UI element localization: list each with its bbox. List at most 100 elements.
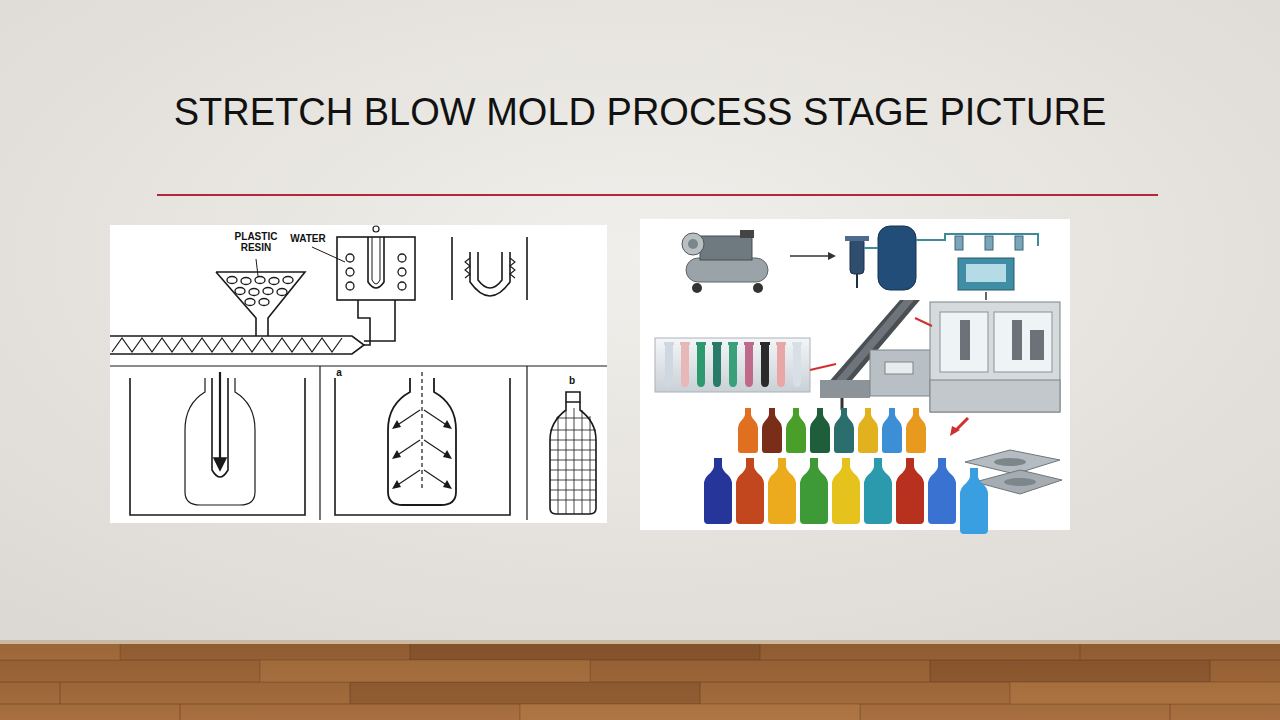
bottle-samples: [704, 408, 988, 534]
air-tank: [878, 226, 916, 290]
finished-bottle: [556, 418, 590, 419]
blow-molding-machine: [930, 302, 1060, 412]
air-dryer: [966, 264, 1006, 282]
finished-bottle: [550, 392, 596, 514]
wood-floor: [350, 682, 700, 704]
blow-arrowheads: [392, 480, 401, 489]
water-channels: [398, 254, 406, 262]
preform-thread: [465, 258, 515, 278]
resin-pellets: [277, 289, 287, 296]
air-filter: [856, 274, 858, 288]
bottle-samples: [834, 408, 854, 453]
bottle-samples: [786, 408, 806, 453]
blow-arrowheads: [392, 450, 401, 459]
bottle-samples: [810, 408, 830, 453]
blow-arrowheads: [443, 420, 452, 429]
feed-line: [358, 300, 370, 345]
blow-arrows: [396, 470, 420, 486]
finished-bottle: [550, 430, 596, 431]
resin-pellets: [269, 278, 279, 285]
leader-line: [256, 259, 258, 276]
blow-molding-machine: [1030, 330, 1044, 360]
air-filter: [845, 236, 869, 288]
finished-bottle: [550, 408, 596, 514]
stage-letter: b: [566, 376, 578, 387]
part-label: WATER: [290, 234, 326, 245]
preform-samples: [728, 342, 738, 387]
pointer-arrow: [810, 364, 836, 370]
resin-pellets: [227, 277, 293, 306]
blow-mold-halves: [965, 450, 1060, 474]
stage-letter: a: [333, 368, 345, 379]
resin-pellets: [227, 277, 237, 284]
wood-floor: [0, 640, 1280, 720]
blow-molding-machine: [940, 312, 988, 372]
wood-floor: [410, 644, 760, 660]
process-schematic: [110, 226, 607, 520]
resin-pellets: [245, 299, 255, 306]
preform-conveyor: [820, 380, 870, 398]
blow-air: [421, 372, 422, 490]
production-line-illustration: [655, 226, 1062, 534]
blow-mold-halves: [975, 470, 1062, 494]
bottle-samples: [800, 458, 828, 524]
blow-arrowheads: [392, 420, 452, 489]
title-rule: [157, 194, 1158, 196]
leader-line: [312, 247, 345, 262]
bottle-samples: [736, 458, 764, 524]
feed-line: [364, 300, 395, 341]
finished-bottle: [590, 416, 591, 514]
blow-molding-machine: [870, 302, 1060, 412]
finished-bottle: [550, 450, 596, 451]
resin-pellets: [263, 288, 273, 295]
air-compressor: [753, 283, 763, 293]
blow-arrows: [396, 440, 420, 456]
blow-arrows: [396, 410, 448, 486]
blow-mold-halves: [1004, 478, 1036, 486]
bottle-samples: [864, 458, 892, 524]
preform-samples: [696, 342, 706, 387]
preform-samples: [760, 342, 770, 387]
water-channels: [346, 268, 354, 276]
stage-divider: [319, 366, 320, 520]
wood-floor: [0, 640, 1280, 644]
blow-mold-halves: [994, 458, 1026, 466]
wood-floor: [0, 640, 1280, 720]
blow-arrowheads: [443, 450, 452, 459]
air-filter: [845, 236, 869, 241]
bottle-samples: [738, 408, 758, 453]
resin-pellets: [255, 277, 265, 284]
preform-cavity: [368, 237, 384, 288]
air-compressor: [692, 283, 702, 293]
air-compressor: [686, 258, 768, 282]
wood-floor: [1080, 644, 1081, 660]
extruder-screw: [112, 338, 342, 352]
finished-bottle: [550, 500, 596, 501]
finished-bottle: [550, 402, 596, 514]
blow-arrowheads: [392, 420, 401, 429]
wood-floor: [0, 644, 1280, 720]
preform-samples: [712, 342, 722, 387]
blow-arrowheads: [443, 480, 452, 489]
blow-arrows: [396, 410, 420, 426]
preform-samples: [744, 342, 754, 387]
finished-bottle: [566, 392, 580, 402]
air-compressor: [700, 236, 752, 260]
flow-arrow: [828, 252, 836, 260]
air-compressor: [682, 233, 704, 255]
wood-floor: [0, 644, 120, 660]
preform-samples: [664, 342, 674, 387]
resin-pellets: [249, 289, 259, 296]
pipe-filters: [985, 236, 993, 250]
finished-bottle: [550, 440, 596, 441]
stretch-rod: [219, 372, 221, 466]
schematic-panel: [110, 225, 607, 523]
blow-molding-machine: [994, 312, 1052, 372]
blow-molding-machine: [930, 380, 1060, 412]
pipe-filters: [955, 236, 963, 250]
finished-bottle: [566, 410, 567, 514]
wood-floor: [1010, 682, 1280, 704]
air-pipe: [864, 234, 1038, 248]
preform-frame: [452, 237, 527, 300]
